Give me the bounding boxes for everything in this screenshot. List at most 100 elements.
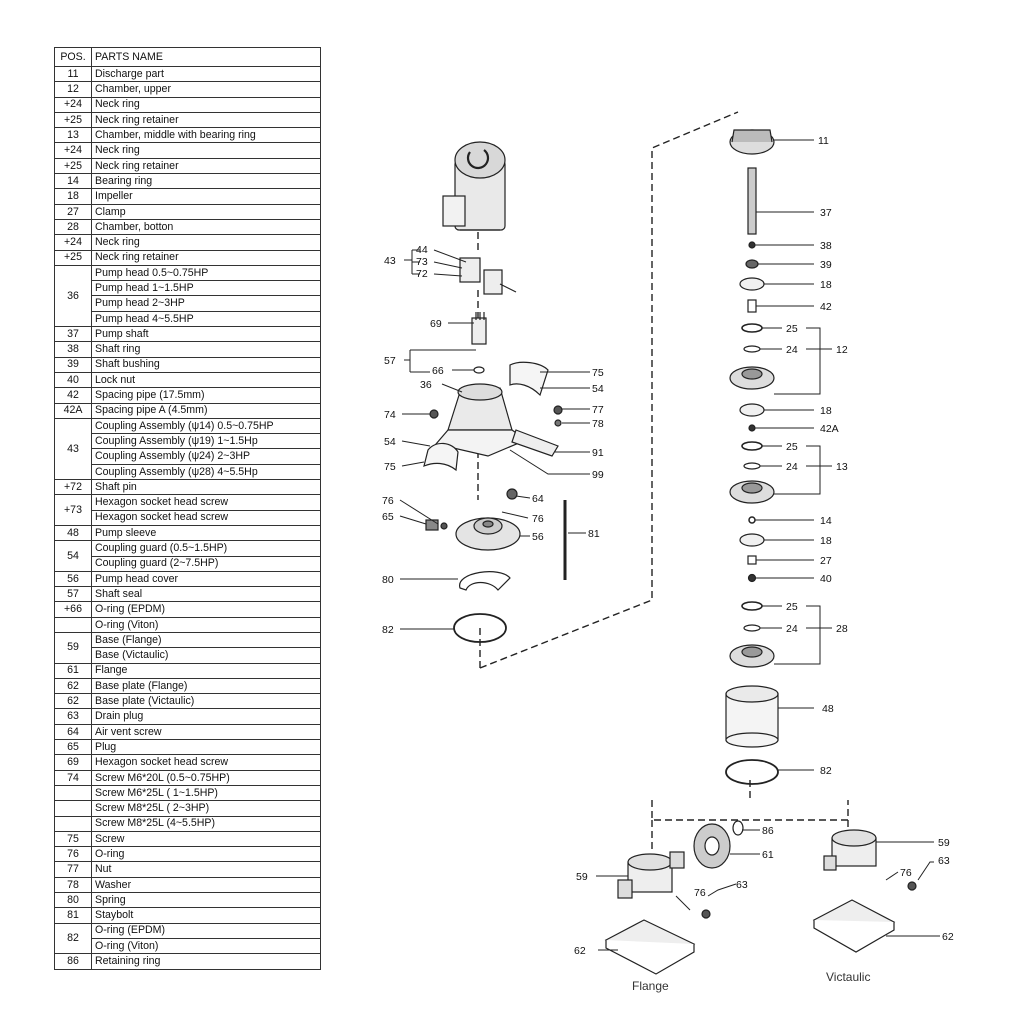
- part-pos: 28: [54, 218, 92, 236]
- pump-shaft-icon: [747, 167, 757, 235]
- callout-label: 63: [938, 855, 950, 867]
- callout-label: 18: [820, 279, 832, 291]
- part-pos: 59: [54, 631, 92, 664]
- callout-label: 18: [820, 405, 832, 417]
- part-name: Screw M6*20L (0.5~0.75HP): [91, 769, 321, 786]
- shaft-bushing-icon: [745, 259, 759, 269]
- part-pos: +66: [54, 601, 92, 618]
- part-pos: 18: [54, 188, 92, 205]
- exploded-view-diagram: 4344737269576636755477787454759199766465…: [382, 111, 954, 993]
- pump-stack: [725, 129, 779, 785]
- part-name: Screw M8*25L (4~5.5HP): [91, 815, 321, 832]
- callout-label: 80: [382, 574, 394, 586]
- callout-label: 12: [836, 344, 848, 356]
- part-pos: 54: [54, 540, 92, 572]
- part-name: Hexagon socket head screw: [91, 509, 321, 526]
- coupling-icon: [459, 257, 517, 295]
- part-name: Neck ring retainer: [91, 157, 321, 175]
- part-name: Shaft pin: [91, 479, 321, 496]
- part-pos: 11: [54, 65, 92, 83]
- part-name: Impeller: [91, 188, 321, 205]
- callout-label: 75: [384, 461, 396, 473]
- part-pos: 65: [54, 739, 92, 756]
- callout-label: 86: [762, 825, 774, 837]
- part-name: Base plate (Flange): [91, 677, 321, 695]
- part-pos: 48: [54, 524, 92, 542]
- ring-24-c-icon: [743, 624, 761, 632]
- leader-lines: [399, 139, 940, 951]
- callout-label: 76: [382, 495, 394, 507]
- part-name: Flange: [91, 662, 321, 679]
- callout-label: 24: [786, 461, 798, 473]
- chamber-upper-icon: [729, 366, 775, 390]
- part-name: Shaft bushing: [91, 356, 321, 373]
- part-name: Screw M6*25L ( 1~1.5HP): [91, 784, 321, 802]
- part-pos: 56: [54, 570, 92, 588]
- part-name: Screw M8*25L ( 2~3HP): [91, 800, 321, 817]
- lock-nut-icon: [747, 573, 757, 583]
- part-name: Neck ring: [91, 234, 321, 251]
- table-row: Base (Victaulic): [55, 647, 321, 664]
- part-pos: 43: [54, 417, 92, 481]
- table-row: Coupling guard (2~7.5HP): [55, 555, 321, 572]
- part-name: Pump sleeve: [91, 524, 321, 542]
- callout-label: 54: [384, 436, 396, 448]
- callout-label: 76: [694, 887, 706, 899]
- part-pos: 63: [54, 708, 92, 725]
- part-name: Neck ring retainer: [91, 111, 321, 129]
- callout-label: 62: [574, 945, 586, 957]
- callout-label: 28: [836, 623, 848, 635]
- caption-victaulic: Victaulic: [826, 970, 870, 984]
- o-ring-82-left-icon: [453, 613, 507, 643]
- callout-label: 76: [532, 513, 544, 525]
- part-pos: +73: [54, 494, 92, 526]
- part-name: Chamber, upper: [91, 81, 321, 98]
- base-flange-icon: [617, 851, 685, 899]
- part-name: Spring: [91, 892, 321, 909]
- table-header-row: POS. PARTS NAME: [54, 47, 321, 67]
- part-name: Pump head 0.5~0.75HP: [91, 264, 321, 282]
- motor-icon: [442, 141, 506, 231]
- callout-label: 91: [592, 447, 604, 459]
- callout-label: 66: [432, 365, 444, 377]
- part-pos: 38: [54, 341, 92, 358]
- part-pos: 62: [54, 677, 92, 695]
- drain-plug-flange-icon: [701, 909, 711, 919]
- part-name: O-ring (Viton): [91, 616, 321, 633]
- part-pos: 37: [54, 326, 92, 343]
- caption-flange: Flange: [632, 979, 669, 993]
- part-name: Neck ring: [91, 96, 321, 113]
- part-pos: [54, 616, 92, 633]
- callout-label: 82: [820, 765, 832, 777]
- callout-label: 27: [820, 555, 832, 567]
- part-name: Coupling Assembly (ψ19) 1~1.5Hp: [91, 433, 321, 450]
- part-pos: 27: [54, 203, 92, 220]
- shaft-ring-icon: [748, 241, 756, 249]
- part-pos: +25: [54, 157, 92, 175]
- callout-label: 38: [820, 240, 832, 252]
- part-pos: 81: [54, 907, 92, 924]
- part-pos: 57: [54, 586, 92, 603]
